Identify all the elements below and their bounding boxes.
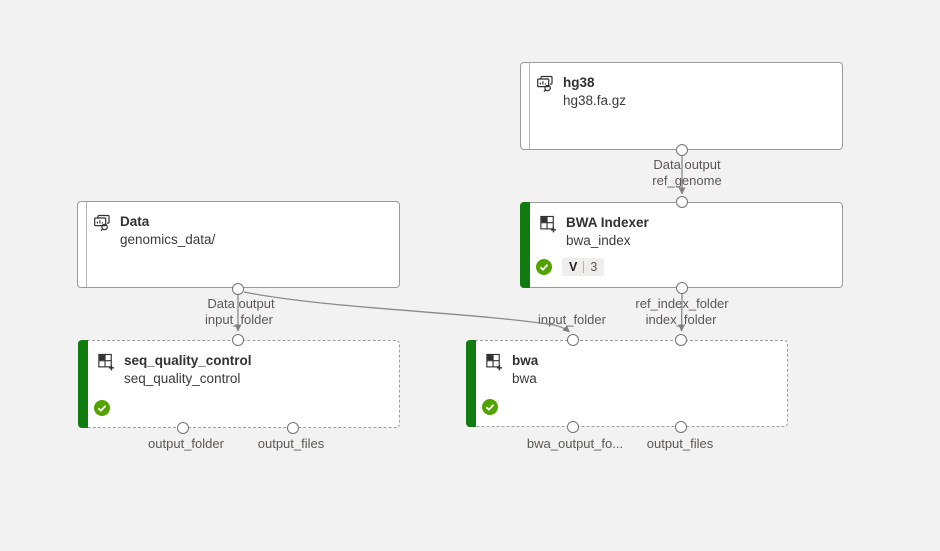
node-accent-strip xyxy=(466,340,476,427)
version-number: 3 xyxy=(590,260,598,274)
node-accent-strip xyxy=(86,202,87,287)
edge-bwa-indexer-to-bwa[interactable] xyxy=(678,293,686,332)
port-bwa-output-folder[interactable] xyxy=(567,421,579,433)
node-accent-strip xyxy=(520,202,530,288)
node-subtitle: bwa_index xyxy=(566,233,631,248)
port-bwa-indexer-input[interactable] xyxy=(676,196,688,208)
completed-status-icon xyxy=(536,259,552,275)
node-accent-strip xyxy=(529,63,530,149)
node-data[interactable]: Data genomics_data/ xyxy=(77,201,400,288)
node-subtitle: genomics_data/ xyxy=(120,232,216,247)
node-title: BWA Indexer xyxy=(566,215,649,230)
node-bwa-indexer[interactable]: BWA Indexer bwa_index V 3 xyxy=(520,202,843,288)
node-subtitle: seq_quality_control xyxy=(124,371,241,386)
port-label-data-output: Data output xyxy=(653,157,721,172)
node-subtitle: bwa xyxy=(512,371,537,386)
port-seq-input[interactable] xyxy=(232,334,244,346)
port-label-ref-genome: ref_genome xyxy=(652,173,722,188)
component-icon xyxy=(538,214,558,234)
node-title: bwa xyxy=(512,353,539,368)
port-label-output-folder: output_folder xyxy=(148,436,224,451)
port-label-input-folder: input_folder xyxy=(538,312,606,327)
port-bwa-output-files[interactable] xyxy=(675,421,687,433)
port-label-output-files: output_files xyxy=(257,436,325,451)
port-label-input-folder: input_folder xyxy=(205,312,273,327)
node-bwa[interactable]: bwa bwa xyxy=(466,340,788,427)
port-hg38-output[interactable] xyxy=(676,144,688,156)
node-hg38[interactable]: hg38 hg38.fa.gz xyxy=(520,62,843,150)
node-title: hg38 xyxy=(563,75,595,90)
completed-status-icon xyxy=(94,400,110,416)
node-accent-strip xyxy=(78,340,88,428)
completed-status-icon xyxy=(482,399,498,415)
version-divider xyxy=(583,261,585,273)
component-icon xyxy=(96,352,116,372)
edge-data-to-bwa[interactable] xyxy=(243,291,570,333)
node-subtitle: hg38.fa.gz xyxy=(563,93,627,108)
version-label: V xyxy=(569,260,578,274)
component-icon xyxy=(484,352,504,372)
version-badge[interactable]: V 3 xyxy=(562,258,605,276)
port-bwa-input-index[interactable] xyxy=(675,334,687,346)
port-label-bwa-output-folder: bwa_output_fo... xyxy=(526,436,624,451)
port-label-index-folder: index_folder xyxy=(645,312,717,327)
port-seq-output-files[interactable] xyxy=(287,422,299,434)
node-title: Data xyxy=(120,214,150,229)
node-title: seq_quality_control xyxy=(124,353,252,368)
port-label-output-files: output_files xyxy=(646,436,714,451)
port-data-output[interactable] xyxy=(232,283,244,295)
dataset-icon xyxy=(92,213,112,233)
dataset-icon xyxy=(535,74,555,94)
port-label-data-output: Data output xyxy=(207,296,275,311)
node-seq-quality-control[interactable]: seq_quality_control seq_quality_control xyxy=(78,340,400,428)
port-seq-output-folder[interactable] xyxy=(177,422,189,434)
port-bwa-input-folder[interactable] xyxy=(567,334,579,346)
port-bwa-indexer-output[interactable] xyxy=(676,282,688,294)
